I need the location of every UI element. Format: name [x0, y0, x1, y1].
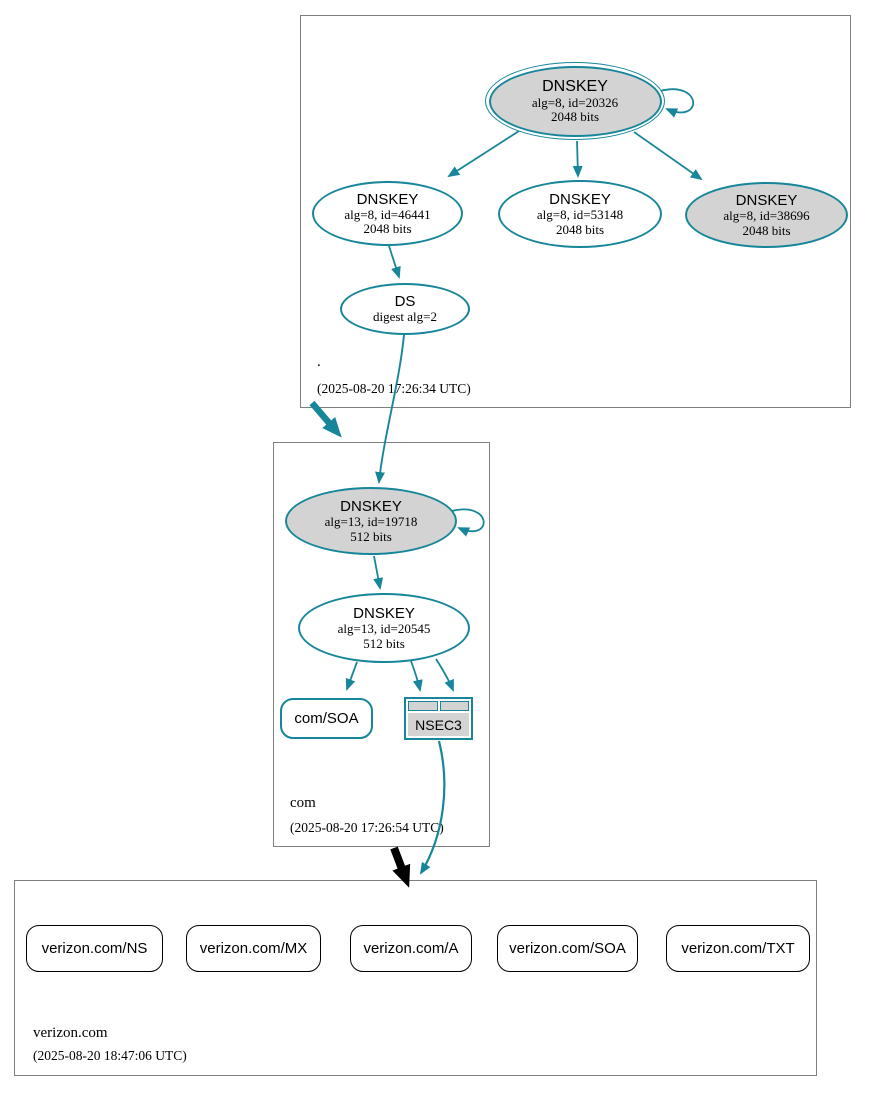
- node-type-label: DNSKEY: [356, 190, 419, 208]
- node-type-label: DNSKEY: [353, 605, 415, 622]
- node-type-label: DNSKEY: [340, 498, 402, 515]
- node-root-ds[interactable]: DS digest alg=2: [340, 283, 470, 335]
- node-verizon-ns-rrset[interactable]: verizon.com/NS: [26, 925, 163, 972]
- node-type-label: DNSKEY: [735, 192, 798, 209]
- node-detail-digest: digest alg=2: [372, 309, 438, 325]
- node-detail-alg-id: alg=8, id=53148: [536, 207, 624, 222]
- zone-label-verizon: verizon.com: [33, 1025, 108, 1041]
- zone-timestamp-root: (2025-08-20 17:26:34 UTC): [317, 381, 471, 396]
- node-detail-alg-id: alg=8, id=20326: [531, 94, 619, 110]
- node-root-ksk-inner: DNSKEY alg=8, id=20326 2048 bits: [488, 65, 662, 137]
- node-verizon-mx-rrset[interactable]: verizon.com/MX: [186, 925, 321, 972]
- nsec3-rrsig-cells: [408, 701, 469, 711]
- node-detail-bits: 2048 bits: [550, 109, 600, 124]
- node-com-soa-rrset[interactable]: com/SOA: [280, 698, 373, 739]
- node-detail-alg-id: alg=13, id=19718: [324, 514, 418, 529]
- node-root-ksk-dnskey-20326[interactable]: DNSKEY alg=8, id=20326 2048 bits: [485, 62, 665, 140]
- zone-label-root: .: [317, 354, 321, 370]
- nsec3-label: NSEC3: [408, 713, 469, 736]
- node-com-zsk-dnskey-20545[interactable]: DNSKEY alg=13, id=20545 512 bits: [298, 593, 470, 663]
- node-detail-bits: 2048 bits: [363, 221, 412, 236]
- rrset-label: verizon.com/SOA: [509, 940, 626, 957]
- node-detail-bits: 2048 bits: [742, 222, 791, 238]
- node-verizon-soa-rrset[interactable]: verizon.com/SOA: [497, 925, 638, 972]
- node-type-label: DNSKEY: [549, 191, 611, 208]
- node-root-dnskey-46441[interactable]: DNSKEY alg=8, id=46441 2048 bits: [312, 181, 463, 246]
- rrset-label: verizon.com/TXT: [681, 940, 795, 957]
- node-com-ksk-dnskey-19718[interactable]: DNSKEY alg=13, id=19718 512 bits: [285, 487, 457, 555]
- zone-box-verizon: [14, 880, 817, 1076]
- rrset-label: verizon.com/A: [363, 940, 459, 957]
- node-com-nsec3[interactable]: NSEC3: [404, 697, 473, 740]
- node-detail-alg-id: alg=8, id=46441: [344, 206, 431, 222]
- rrset-label: verizon.com/NS: [41, 940, 148, 957]
- zone-timestamp-com: (2025-08-20 17:26:54 UTC): [290, 820, 444, 835]
- node-type-label: DS: [394, 293, 416, 311]
- node-detail-bits: 512 bits: [350, 528, 392, 544]
- node-type-label: DNSKEY: [542, 77, 608, 95]
- node-verizon-a-rrset[interactable]: verizon.com/A: [350, 925, 472, 972]
- node-root-dnskey-53148[interactable]: DNSKEY alg=8, id=53148 2048 bits: [498, 180, 662, 248]
- node-detail-bits: 512 bits: [363, 635, 405, 651]
- node-root-dnskey-38696[interactable]: DNSKEY alg=8, id=38696 2048 bits: [685, 182, 848, 248]
- node-detail-alg-id: alg=13, id=20545: [337, 621, 431, 636]
- node-detail-bits: 2048 bits: [555, 221, 605, 237]
- rrset-label: com/SOA: [294, 710, 359, 727]
- zone-timestamp-verizon: (2025-08-20 18:47:06 UTC): [33, 1048, 187, 1063]
- node-detail-alg-id: alg=8, id=38696: [723, 208, 810, 223]
- node-verizon-txt-rrset[interactable]: verizon.com/TXT: [666, 925, 810, 972]
- zone-label-com: com: [290, 795, 316, 811]
- nsec3-rrsig-cell: [439, 701, 469, 711]
- nsec3-rrsig-cell: [408, 701, 438, 711]
- insecure-delegation-arrow-com-to-verizon: [390, 846, 411, 888]
- rrset-label: verizon.com/MX: [199, 940, 308, 957]
